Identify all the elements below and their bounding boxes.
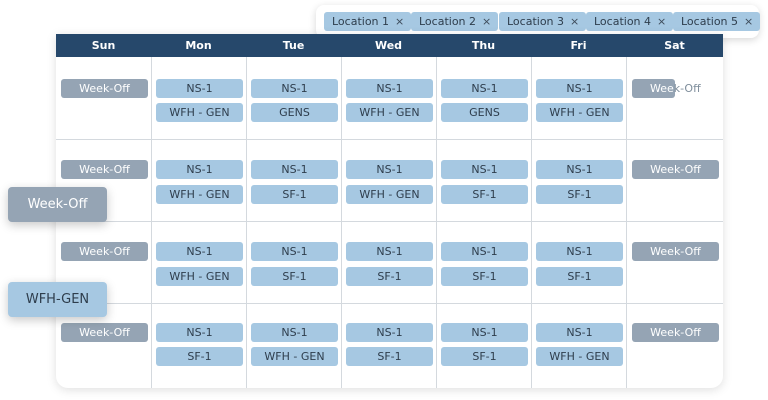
location-chip[interactable]: Location 5 × [673,12,761,31]
shift-chip[interactable]: WFH - GEN [346,103,433,122]
column-divider [531,57,532,388]
column-divider [246,57,247,388]
column-divider [151,57,152,388]
shift-chip[interactable]: NS-1 [346,79,433,98]
shift-chip[interactable]: NS-1 [441,323,528,342]
shift-chip-week-off[interactable]: Week-Off [632,242,719,261]
shift-chip[interactable]: NS-1 [251,323,338,342]
location-chip-label: Location 5 [681,15,739,28]
location-chip[interactable]: Location 4 × [586,12,674,31]
shift-chip[interactable]: NS-1 [536,160,623,179]
location-chip-label: Location 2 [419,15,477,28]
shift-chip-week-off-partial-label: Week-Off [650,82,701,95]
shift-chip[interactable]: SF-1 [346,347,433,366]
row-divider [56,303,723,304]
shift-chip-week-off[interactable]: Week-Off [61,79,148,98]
shift-chip[interactable]: SF-1 [346,267,433,286]
close-icon[interactable]: × [657,15,667,28]
location-chip[interactable]: Location 1 × [324,12,412,31]
shift-chip[interactable]: NS-1 [346,160,433,179]
shift-chip[interactable]: NS-1 [156,160,243,179]
shift-chip[interactable]: NS-1 [346,242,433,261]
close-icon[interactable]: × [395,15,405,28]
shift-chip[interactable]: WFH - GEN [346,185,433,204]
shift-chip[interactable]: SF-1 [441,185,528,204]
shift-chip[interactable]: WFH - GEN [156,185,243,204]
shift-chip[interactable]: WFH - GEN [251,347,338,366]
day-header-mon: Mon [185,39,212,52]
column-divider [626,57,627,388]
row-divider [56,139,723,140]
shift-chip[interactable]: NS-1 [536,242,623,261]
location-chip-label: Location 1 [332,15,390,28]
location-chip-label: Location 4 [594,15,652,28]
location-filter-bar: Location 1 × Location 2 × Location 3 × L… [316,5,761,38]
shift-chip[interactable]: NS-1 [251,79,338,98]
shift-chip[interactable]: NS-1 [441,242,528,261]
shift-chip[interactable]: SF-1 [156,347,243,366]
dragging-wfh-gen-chip[interactable]: WFH-GEN [8,282,107,317]
shift-chip[interactable]: NS-1 [251,242,338,261]
day-header-sat: Sat [664,39,685,52]
shift-chip[interactable]: SF-1 [536,267,623,286]
roster-calendar: Sun Mon Tue Wed Thu Fri Sat Week-Off NS-… [56,34,723,388]
location-chip[interactable]: Location 3 × [499,12,587,31]
shift-chip-week-off[interactable]: Week-Off [632,323,719,342]
shift-chip-week-off[interactable]: Week-Off [61,242,148,261]
column-divider [436,57,437,388]
shift-chip-week-off[interactable]: Week-Off [632,160,719,179]
shift-chip[interactable]: WFH - GEN [536,103,623,122]
shift-chip[interactable]: NS-1 [156,79,243,98]
shift-chip[interactable]: NS-1 [441,79,528,98]
shift-chip[interactable]: WFH - GEN [156,267,243,286]
shift-chip[interactable]: NS-1 [441,160,528,179]
shift-chip[interactable]: NS-1 [251,160,338,179]
day-header-wed: Wed [374,39,403,52]
shift-chip[interactable]: NS-1 [536,323,623,342]
shift-chip-week-off[interactable]: Week-Off [61,160,148,179]
shift-chip[interactable]: SF-1 [251,267,338,286]
day-header-fri: Fri [570,39,587,52]
day-header-thu: Thu [471,39,496,52]
day-header-sun: Sun [91,39,116,52]
shift-chip[interactable]: SF-1 [536,185,623,204]
close-icon[interactable]: × [570,15,580,28]
shift-chip[interactable]: NS-1 [536,79,623,98]
column-divider [341,57,342,388]
day-header-tue: Tue [282,39,305,52]
shift-chip[interactable]: SF-1 [441,267,528,286]
calendar-header: Sun Mon Tue Wed Thu Fri Sat [56,34,723,57]
shift-chip[interactable]: WFH - GEN [156,103,243,122]
shift-chip[interactable]: NS-1 [156,323,243,342]
dragging-week-off-chip[interactable]: Week-Off [8,187,107,222]
shift-chip[interactable]: SF-1 [441,347,528,366]
location-chip[interactable]: Location 2 × [411,12,499,31]
location-chip-label: Location 3 [507,15,565,28]
close-icon[interactable]: × [744,15,754,28]
shift-chip[interactable]: WFH - GEN [536,347,623,366]
row-divider [56,221,723,222]
shift-chip[interactable]: NS-1 [346,323,433,342]
shift-chip-week-off-partial[interactable] [632,79,675,98]
shift-chip[interactable]: GENS [441,103,528,122]
shift-chip[interactable]: GENS [251,103,338,122]
shift-chip-week-off[interactable]: Week-Off [61,323,148,342]
close-icon[interactable]: × [482,15,492,28]
shift-chip[interactable]: SF-1 [251,185,338,204]
shift-chip[interactable]: NS-1 [156,242,243,261]
